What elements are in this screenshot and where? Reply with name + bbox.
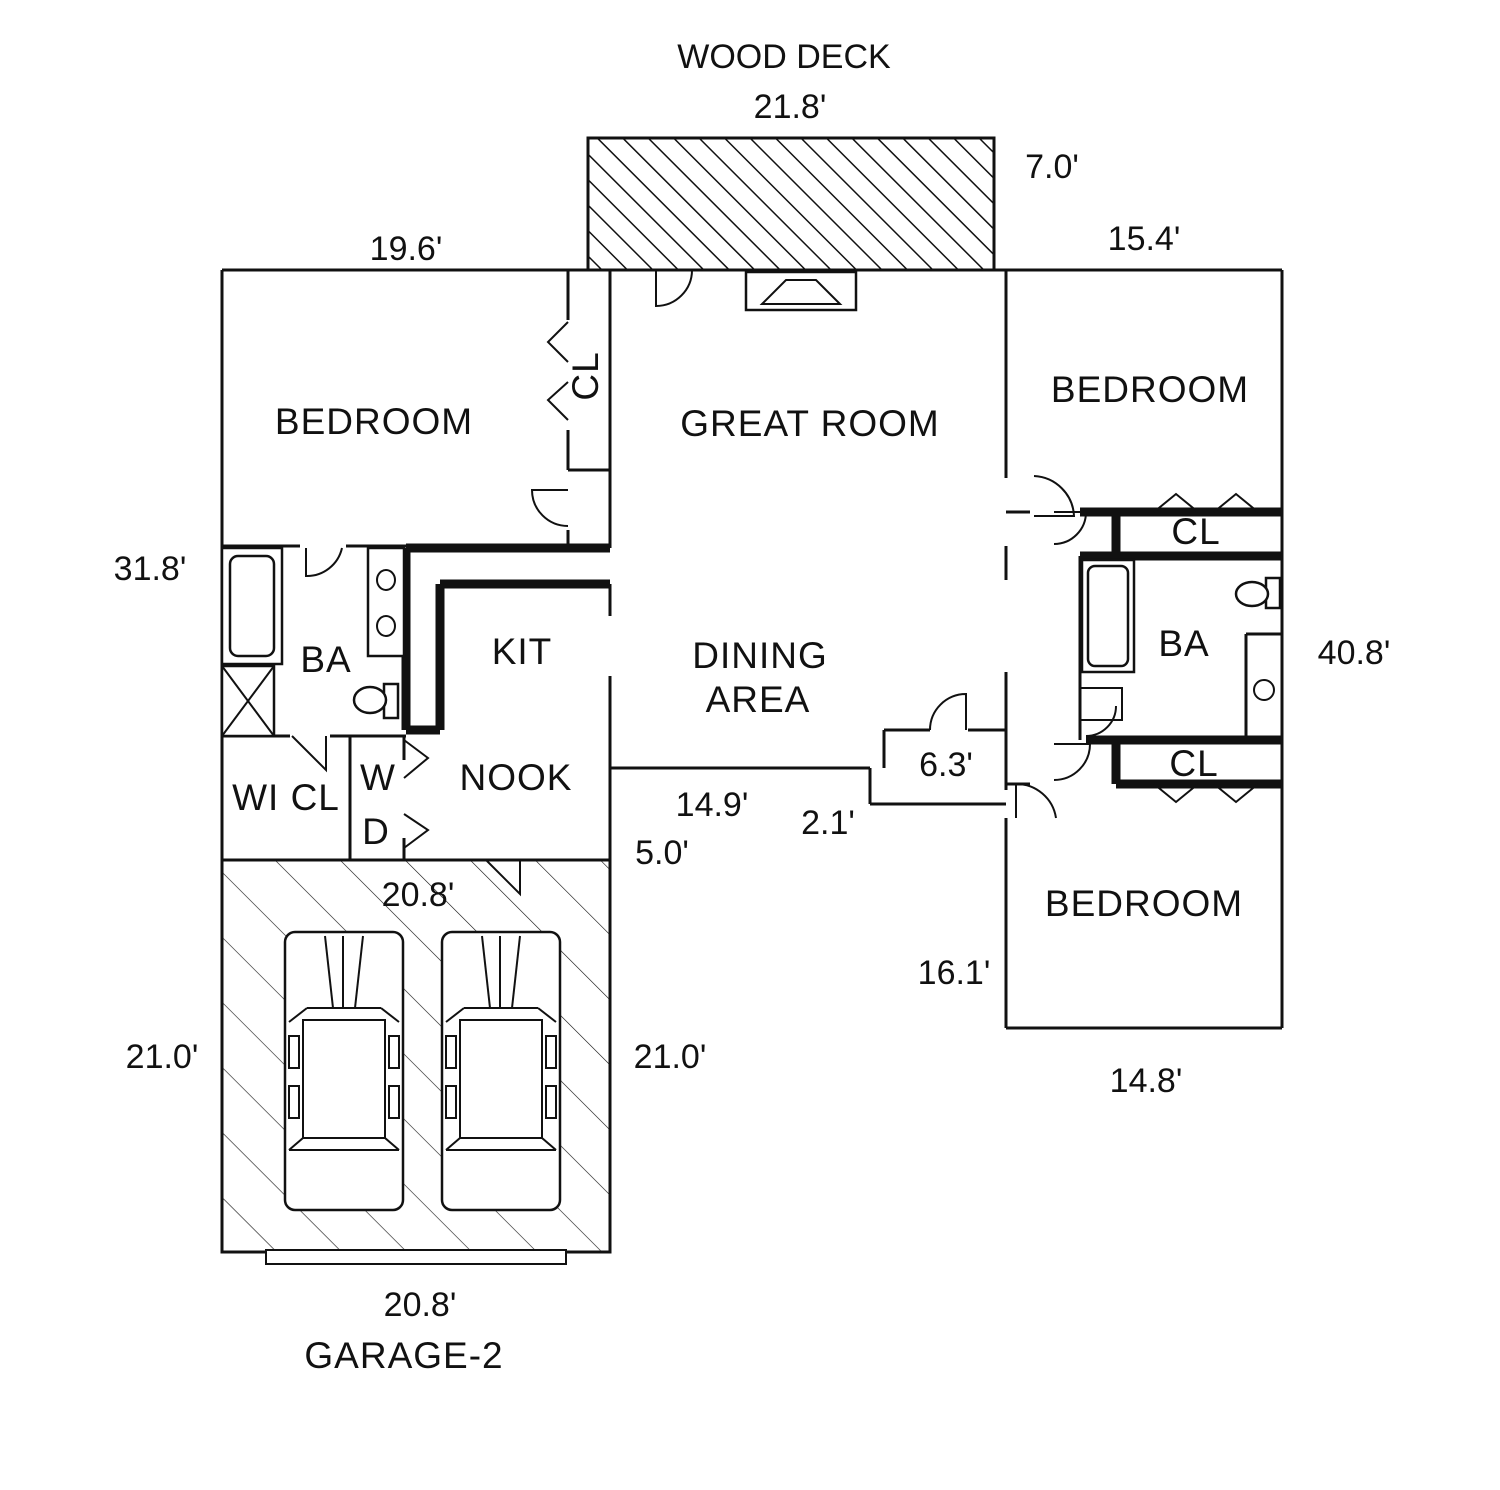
label-nook: NOOK — [460, 757, 573, 798]
dim-east-depth: 40.8' — [1318, 634, 1391, 672]
label-bedroom-ne: BEDROOM — [1051, 369, 1249, 410]
dim-step-depth: 6.3' — [919, 746, 973, 784]
label-walk-in-closet: WI CL — [232, 777, 340, 818]
label-dining-2: AREA — [706, 679, 811, 720]
interior-walls-west — [222, 270, 610, 860]
dim-garage-left: 21.0' — [126, 1038, 199, 1076]
east-counter-sink — [1253, 679, 1275, 701]
label-bath-west: BA — [300, 639, 351, 680]
label-great-room: GREAT ROOM — [680, 403, 939, 444]
exterior-walls — [220, 268, 1284, 1030]
dim-deck-width: 21.8' — [754, 88, 827, 126]
dim-dining-width: 14.9' — [676, 786, 749, 824]
dim-offset: 5.0' — [635, 834, 689, 872]
label-closet-e1: CL — [1171, 511, 1220, 552]
dim-nw-width: 19.6' — [370, 230, 443, 268]
wood-deck — [586, 136, 996, 272]
interior-walls-east — [1006, 507, 1282, 789]
dim-garage-right: 21.0' — [634, 1038, 707, 1076]
dim-garage-bottom: 20.8' — [384, 1286, 457, 1324]
dim-deck-depth: 7.0' — [1025, 148, 1079, 186]
dim-step-width: 2.1' — [801, 804, 855, 842]
bath-fixtures-west — [220, 546, 406, 738]
bath-fixtures-east — [1080, 558, 1282, 701]
label-dryer: D — [362, 811, 390, 852]
closet-doors — [403, 321, 1259, 849]
label-bedroom-nw: BEDROOM — [275, 401, 473, 442]
dim-garage-top: 20.8' — [382, 876, 455, 914]
doors — [291, 269, 1123, 897]
dim-ne-width: 15.4' — [1108, 220, 1181, 258]
label-closet-e2: CL — [1169, 743, 1218, 784]
dim-se-width: 14.8' — [1110, 1062, 1183, 1100]
label-bath-east: BA — [1158, 623, 1209, 664]
car-left — [283, 930, 405, 1212]
dim-se-depth: 16.1' — [918, 954, 991, 992]
car-right — [440, 930, 562, 1212]
label-garage: GARAGE-2 — [304, 1335, 503, 1376]
label-bedroom-se: BEDROOM — [1045, 883, 1243, 924]
label-wood-deck: WOOD DECK — [677, 38, 891, 76]
fireplace — [744, 270, 858, 312]
label-closet-nw: CL — [565, 351, 606, 400]
label-dining-1: DINING — [692, 635, 828, 676]
dim-west-depth: 31.8' — [114, 550, 187, 588]
label-kit: KIT — [492, 631, 553, 672]
garage-door — [265, 1249, 567, 1265]
label-washer: W — [360, 757, 396, 798]
